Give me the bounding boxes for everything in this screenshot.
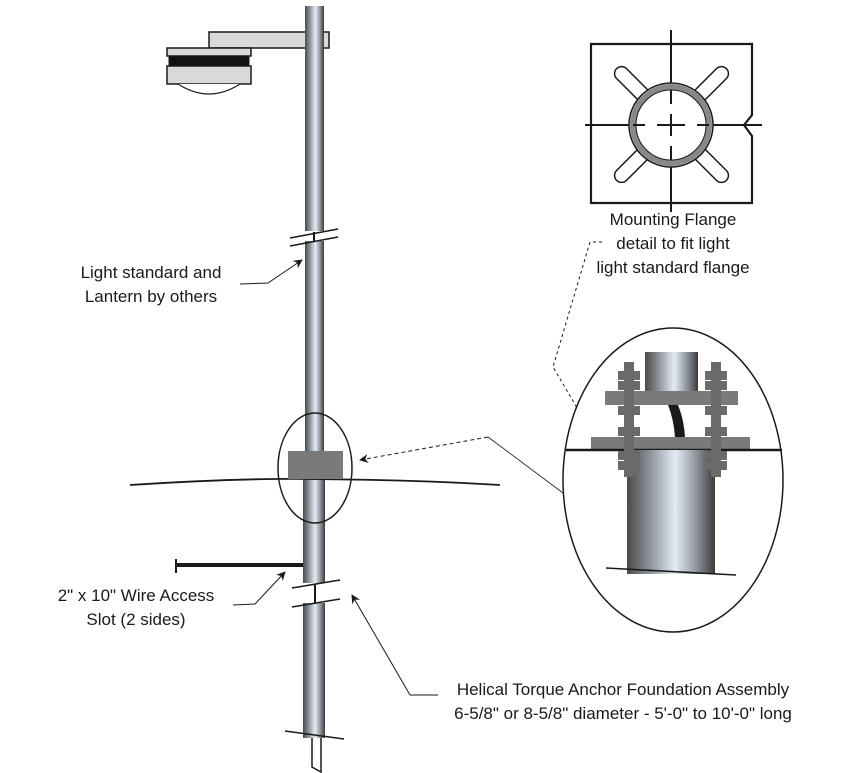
label-line: Helical Torque Anchor Foundation Assembl… (456, 680, 790, 699)
label-wire-slot: 2" x 10" Wire Access Slot (2 sides) (46, 584, 226, 632)
label-line: Mounting Flange (609, 210, 737, 229)
leader-flange-detail (359, 436, 489, 463)
leader-anchor (351, 594, 438, 696)
pole-break-upper (289, 228, 339, 247)
label-line: Slot (2 sides) (86, 610, 186, 629)
label-line: Light standard and (80, 263, 222, 282)
light-pole (303, 6, 325, 738)
flange-callout-ellipse (277, 412, 353, 524)
lantern-head (166, 31, 330, 95)
label-line: light standard flange (596, 258, 750, 277)
pole-break-lower (291, 579, 341, 608)
label-line: 2" x 10" Wire Access (57, 586, 215, 605)
leader-wire-slot (232, 571, 286, 606)
leader-detail-tie (487, 436, 564, 494)
flange-plate (288, 451, 343, 479)
label-anchor: Helical Torque Anchor Foundation Assembl… (440, 678, 806, 726)
leader-mounting-flange (552, 241, 602, 441)
wire-access-slot (175, 559, 303, 573)
flange-detail-section-view (562, 327, 784, 633)
lamp-arm (208, 31, 330, 49)
flange-detail-plan-view (585, 30, 762, 212)
leader-light-standard (239, 259, 303, 285)
anchor-shaft (284, 730, 345, 773)
label-line: Lantern by others (84, 287, 218, 306)
label-light-standard: Light standard and Lantern by others (66, 261, 236, 309)
label-line: 6-5/8" or 8-5/8" diameter - 5'-0" to 10'… (454, 704, 792, 723)
label-line: detail to fit light (616, 234, 730, 253)
label-mounting-flange: Mounting Flange detail to fit light ligh… (588, 208, 758, 280)
